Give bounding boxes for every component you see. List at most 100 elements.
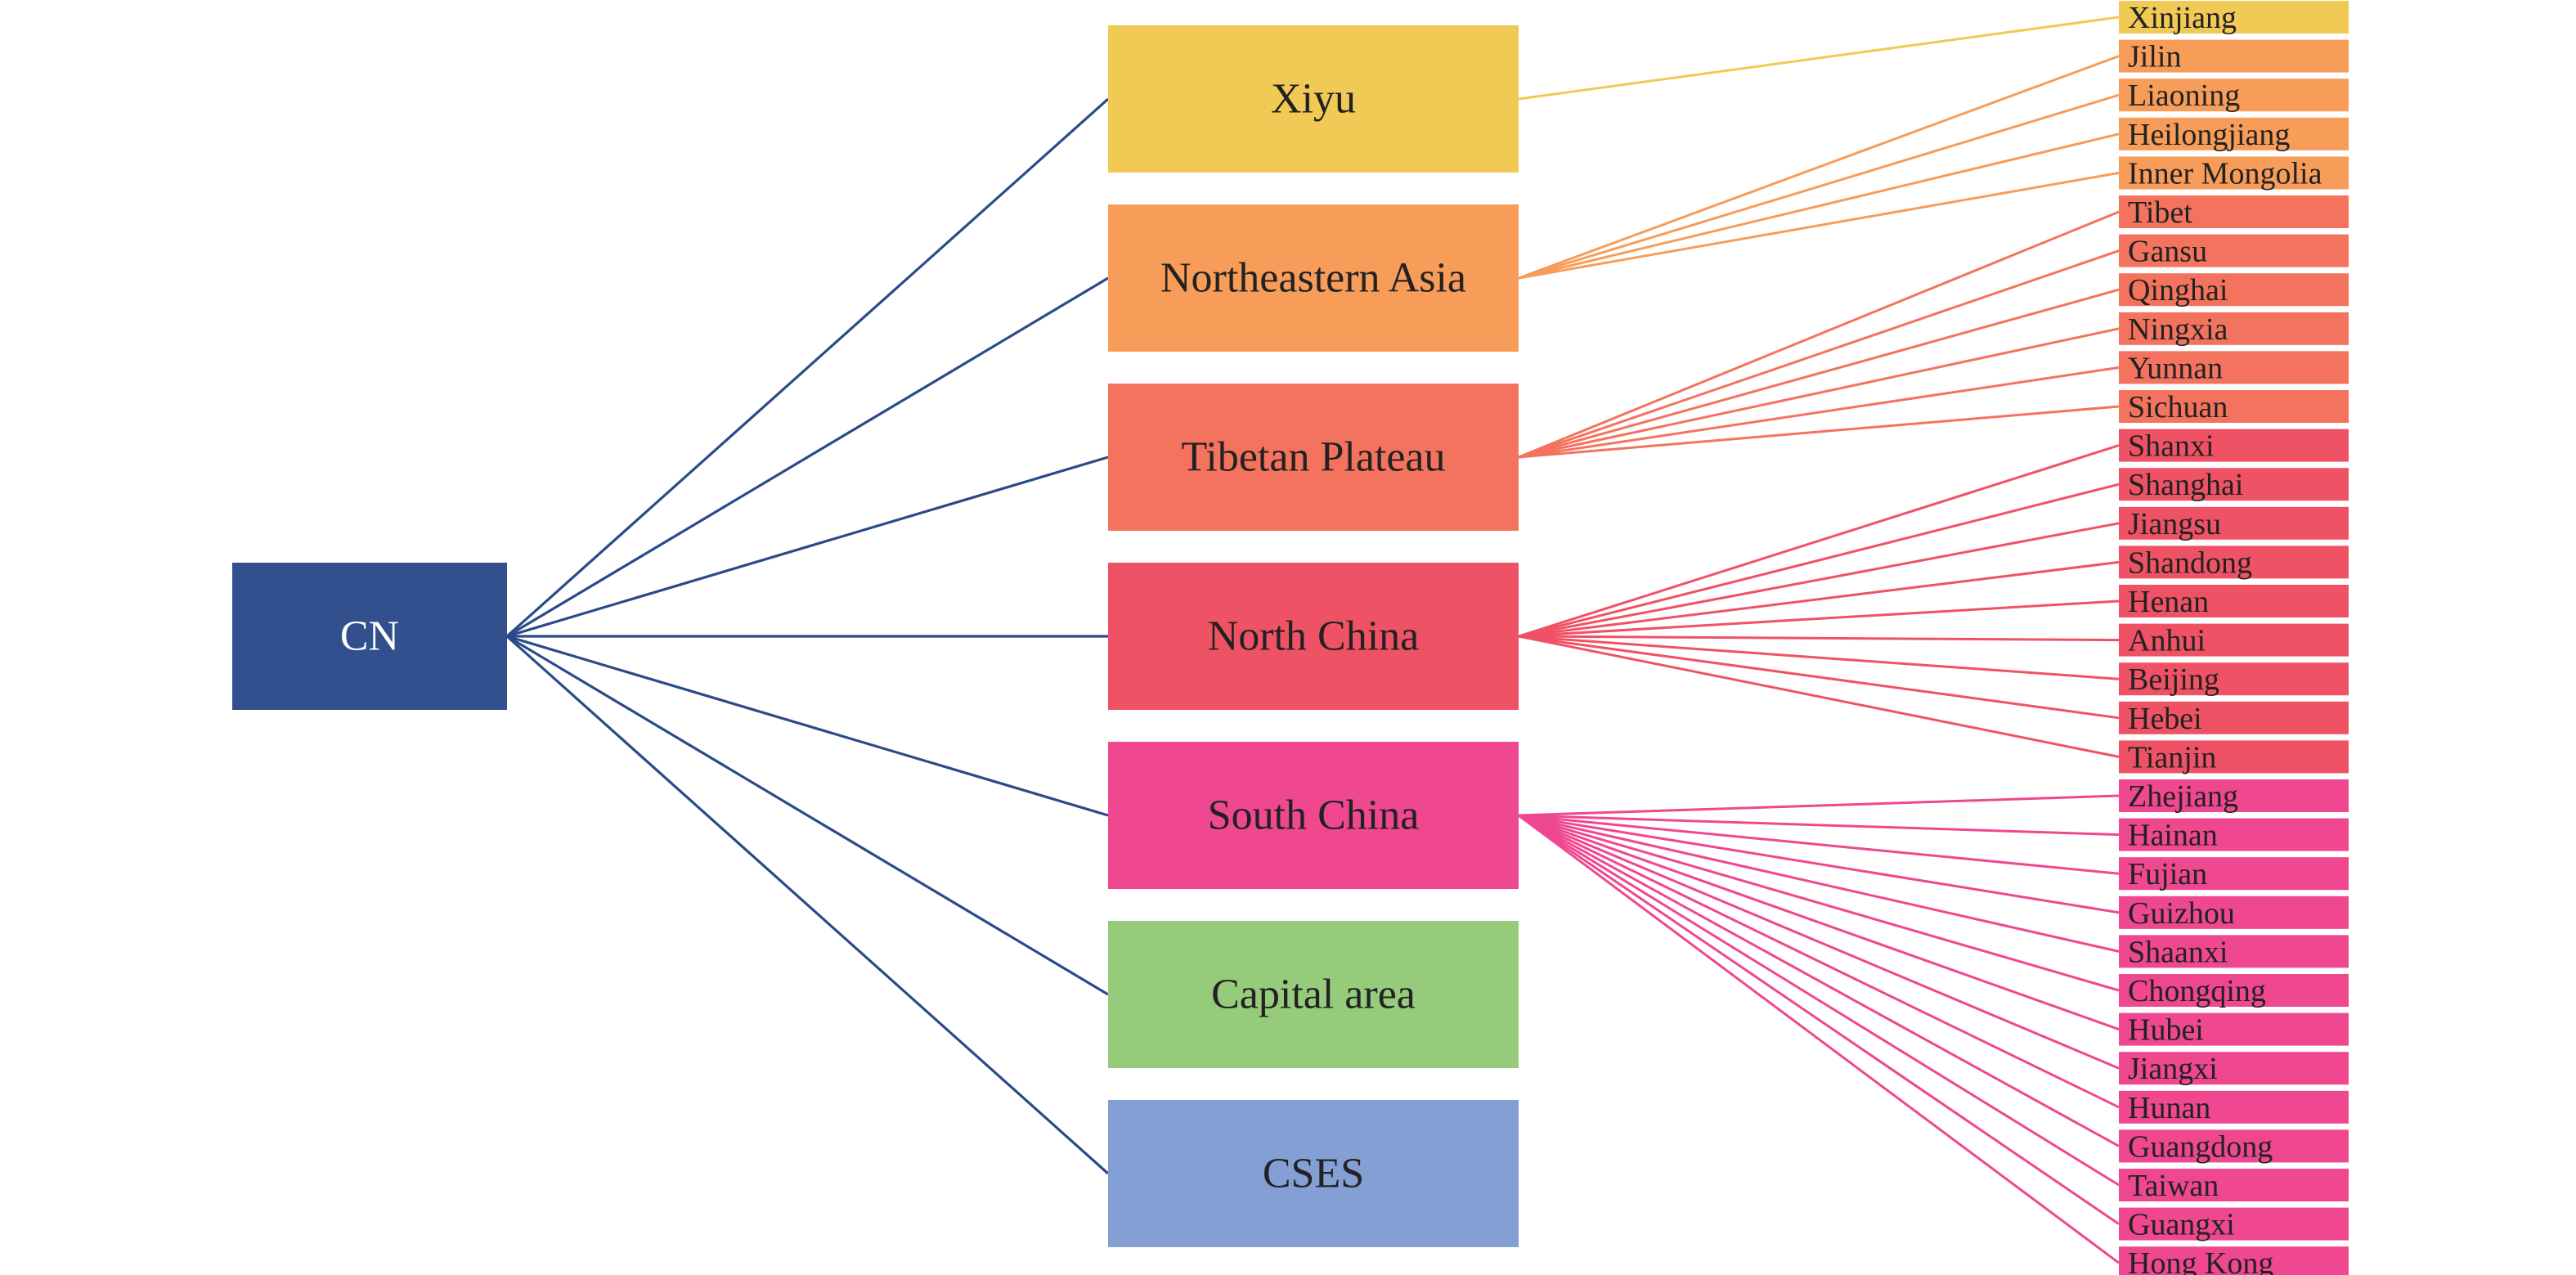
- province-node-label: Guangdong: [2128, 1129, 2273, 1164]
- province-node-label: Tianjin: [2128, 740, 2216, 774]
- province-node-inner-mongolia: Inner Mongolia: [2119, 156, 2349, 191]
- edge-south-china-to-guangxi: [1518, 814, 2120, 1225]
- province-node-label: Zhejiang: [2128, 779, 2238, 814]
- province-node-hubei: Hubei: [2119, 1012, 2349, 1048]
- edge-northeastern-asia-to-liaoning: [1518, 93, 2120, 280]
- edge-tibetan-plateau-to-tibet: [1518, 210, 2120, 459]
- province-node-box: [2119, 195, 2349, 228]
- region-node-south-china: South China: [1108, 742, 1519, 889]
- edge-north-china-to-shandong: [1518, 560, 2120, 638]
- province-node-gansu: Gansu: [2119, 234, 2349, 269]
- edge-north-china-to-tianjin: [1518, 635, 2120, 758]
- region-node-cses: CSES: [1108, 1100, 1519, 1247]
- province-node-box: [2119, 896, 2349, 929]
- edge-south-china-to-hong-kong: [1518, 814, 2120, 1264]
- province-node-label: Jilin: [2128, 40, 2181, 74]
- region-node-label: Xiyu: [1271, 76, 1356, 123]
- province-node-box: [2119, 1012, 2349, 1046]
- edge-south-china-to-guizhou: [1518, 814, 2120, 914]
- province-node-box: [2119, 351, 2349, 384]
- province-node-label: Tibet: [2128, 195, 2192, 230]
- region-node-xiyu: Xiyu: [1108, 25, 1519, 173]
- edge-north-china-to-anhui: [1518, 635, 2120, 642]
- province-node-box: [2119, 623, 2349, 657]
- region-node-box: [1108, 1100, 1519, 1247]
- edge-north-china-to-henan: [1518, 599, 2120, 638]
- province-node-heilongjiang: Heilongjiang: [2119, 117, 2349, 152]
- province-node-label: Ningxia: [2128, 312, 2228, 347]
- province-node-xinjiang: Xinjiang: [2119, 1, 2349, 35]
- province-node-sichuan: Sichuan: [2119, 390, 2349, 424]
- edge-south-china-to-zhejiang: [1518, 794, 2120, 817]
- province-node-hunan: Hunan: [2119, 1090, 2349, 1125]
- province-node-label: Shanghai: [2128, 468, 2243, 502]
- region-node-capital-area: Capital area: [1108, 921, 1519, 1068]
- province-node-chongqing: Chongqing: [2119, 974, 2349, 1008]
- edge-cn-to-south-china: [506, 635, 1109, 817]
- root-node-box: [232, 563, 507, 710]
- province-node-label: Hebei: [2128, 702, 2202, 736]
- province-node-label: Shandong: [2128, 545, 2252, 580]
- province-node-hong-kong: Hong Kong: [2119, 1246, 2349, 1275]
- province-node-box: [2119, 1090, 2349, 1124]
- province-node-box: [2119, 818, 2349, 851]
- province-node-label: Fujian: [2128, 857, 2207, 891]
- province-node-box: [2119, 1052, 2349, 1085]
- region-node-box: [1108, 921, 1519, 1068]
- province-node-zhejiang: Zhejiang: [2119, 779, 2349, 814]
- province-node-box: [2119, 312, 2349, 345]
- province-node-hebei: Hebei: [2119, 701, 2349, 736]
- province-node-jiangxi: Jiangxi: [2119, 1052, 2349, 1086]
- edge-north-china-to-shanxi: [1518, 444, 2120, 638]
- province-node-beijing: Beijing: [2119, 662, 2349, 697]
- edge-tibetan-plateau-to-ningxia: [1518, 327, 2120, 459]
- province-node-shaanxi: Shaanxi: [2119, 935, 2349, 969]
- province-node-box: [2119, 1169, 2349, 1201]
- province-node-label: Guizhou: [2128, 896, 2235, 931]
- region-node-label: North China: [1208, 613, 1420, 660]
- province-node-box: [2119, 545, 2349, 579]
- province-node-shandong: Shandong: [2119, 545, 2349, 580]
- edge-north-china-to-shanghai: [1518, 483, 2120, 638]
- province-node-jilin: Jilin: [2119, 39, 2349, 74]
- province-node-label: Taiwan: [2128, 1169, 2219, 1203]
- edge-south-china-to-hainan: [1518, 814, 2120, 837]
- province-node-box: [2119, 1129, 2349, 1163]
- province-node-label: Shaanxi: [2128, 935, 2228, 969]
- province-node-label: Jiangsu: [2128, 507, 2221, 541]
- province-node-box: [2119, 662, 2349, 696]
- region-node-label: CSES: [1263, 1151, 1364, 1197]
- tree-edges: [505, 16, 2120, 1264]
- edge-xiyu-to-xinjiang: [1518, 16, 2120, 101]
- province-node-tianjin: Tianjin: [2119, 740, 2349, 774]
- region-node-label: Tibetan Plateau: [1181, 434, 1445, 481]
- province-node-box: [2119, 156, 2349, 190]
- province-node-guizhou: Guizhou: [2119, 896, 2349, 931]
- province-node-ningxia: Ningxia: [2119, 312, 2349, 347]
- province-node-box: [2119, 273, 2349, 307]
- region-node-box: [1108, 563, 1519, 710]
- province-node-fujian: Fujian: [2119, 857, 2349, 891]
- province-node-box: [2119, 1207, 2349, 1241]
- province-node-label: Inner Mongolia: [2128, 156, 2322, 191]
- province-node-label: Henan: [2128, 585, 2209, 619]
- edge-south-china-to-fujian: [1518, 814, 2120, 875]
- province-node-box: [2119, 1, 2349, 34]
- province-node-shanxi: Shanxi: [2119, 429, 2349, 464]
- province-node-label: Gansu: [2128, 235, 2207, 269]
- province-node-box: [2119, 935, 2349, 968]
- region-node-tibetan-plateau: Tibetan Plateau: [1108, 384, 1519, 531]
- province-node-box: [2119, 468, 2349, 501]
- province-node-box: [2119, 857, 2349, 891]
- region-node-box: [1108, 742, 1519, 889]
- root-node-label: CN: [340, 613, 399, 660]
- province-node-label: Hong Kong: [2128, 1246, 2273, 1275]
- region-node-label: Capital area: [1211, 972, 1416, 1018]
- province-node-qinghai: Qinghai: [2119, 273, 2349, 308]
- province-node-box: [2119, 390, 2349, 423]
- edge-south-china-to-hunan: [1518, 814, 2120, 1109]
- province-node-label: Jiangxi: [2128, 1052, 2218, 1086]
- province-node-label: Chongqing: [2128, 974, 2266, 1008]
